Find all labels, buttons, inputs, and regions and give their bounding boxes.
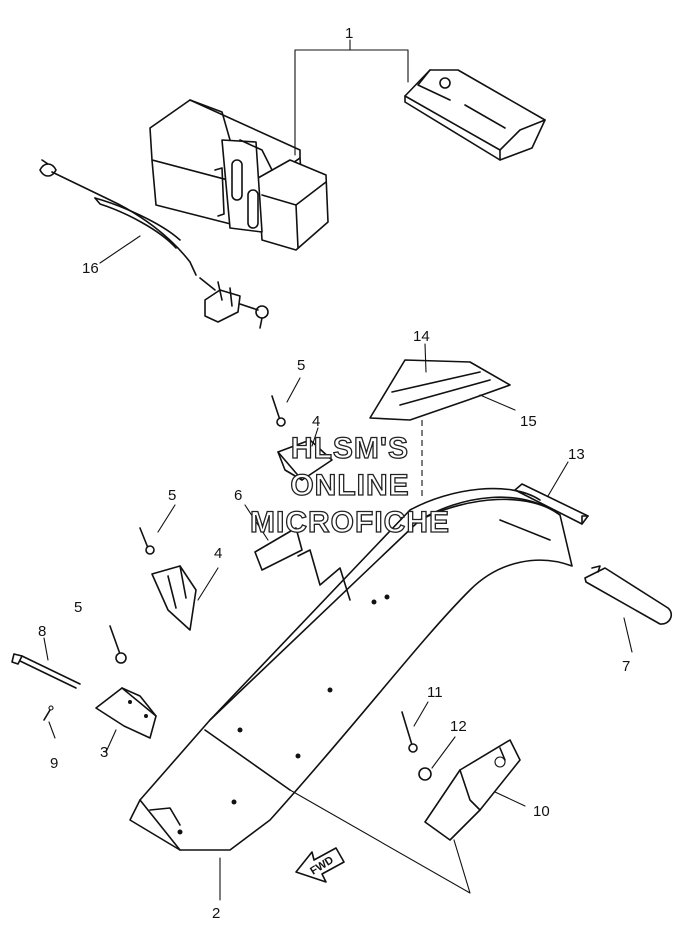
callout-5-middle: 5 xyxy=(168,487,176,504)
leader-zigzag xyxy=(297,549,351,601)
callout-14: 14 xyxy=(413,328,430,345)
callout-11: 11 xyxy=(427,684,443,701)
sticker xyxy=(254,527,303,571)
callout-15: 15 xyxy=(520,413,537,430)
pin xyxy=(43,705,54,721)
screw-middle xyxy=(139,527,155,555)
screw-lower xyxy=(109,625,127,664)
callout-16: 16 xyxy=(82,260,99,277)
watermark-line-2: ONLINE xyxy=(290,469,409,502)
bolt xyxy=(11,653,81,689)
callout-12: 12 xyxy=(450,718,467,735)
tool-bag xyxy=(149,99,329,251)
callout-13: 13 xyxy=(568,446,585,463)
watermark-line-1: HLSM'S xyxy=(291,432,409,465)
screw-upper xyxy=(271,395,286,427)
damper xyxy=(514,483,589,525)
clip-middle xyxy=(151,565,197,631)
bracket xyxy=(95,687,157,739)
callout-7: 7 xyxy=(622,658,630,675)
callout-10: 10 xyxy=(533,803,550,820)
screw-holder xyxy=(401,711,418,753)
callout-5-upper: 5 xyxy=(297,357,305,374)
callout-9: 9 xyxy=(50,755,58,772)
fwd-arrow-icon: FWD xyxy=(295,847,345,883)
callout-2: 2 xyxy=(212,905,220,922)
band xyxy=(584,565,672,625)
callout-4-middle: 4 xyxy=(214,545,222,562)
watermark-line-3: MICROFICHE xyxy=(250,506,450,539)
callout-8: 8 xyxy=(38,623,46,640)
holder xyxy=(424,739,521,841)
watermark: HLSM'S ONLINE MICROFICHE xyxy=(249,431,450,539)
clip-upper xyxy=(277,439,333,481)
tool-pouch xyxy=(404,69,546,161)
callout-3: 3 xyxy=(100,744,108,761)
helmet-cable xyxy=(39,159,269,329)
nut xyxy=(418,767,432,781)
callout-6: 6 xyxy=(234,487,242,504)
callout-5-lower: 5 xyxy=(74,599,82,616)
seat-pad xyxy=(369,359,511,421)
rear-fender xyxy=(129,487,573,851)
callout-4-upper: 4 xyxy=(312,413,320,430)
callout-1: 1 xyxy=(345,25,353,42)
